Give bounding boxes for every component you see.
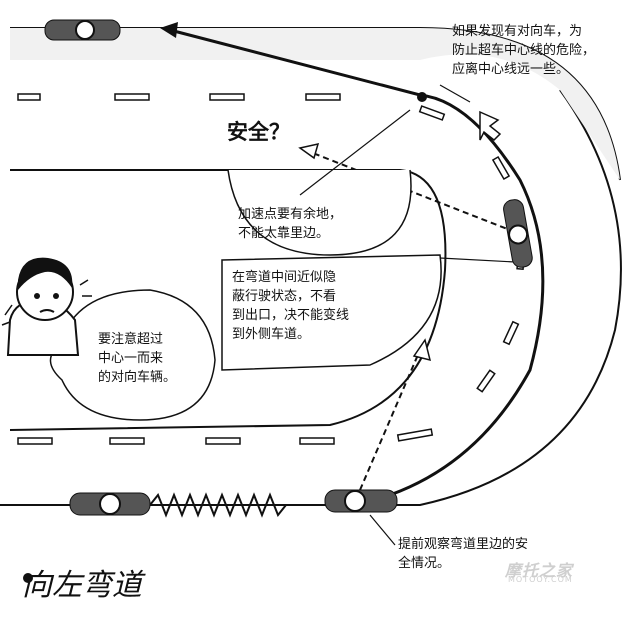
motorcycle-icon-top — [44, 19, 121, 41]
motorcycle-icon-bottom-left — [69, 492, 151, 516]
diagram-caption: 向左弯道 — [22, 568, 142, 603]
safe-question-label: 安全？ — [227, 120, 290, 144]
watermark-main: 摩托之家 — [505, 561, 574, 580]
point-marker — [417, 92, 427, 102]
bottom-note: 提前观察弯道里边的安 全情况。 — [398, 537, 529, 571]
watermark-sub: MOTOOY.COM — [508, 575, 573, 584]
accel-note: 加速点要有余地， 不能太靠里边。 — [238, 207, 343, 241]
center-line-bottom — [17, 428, 434, 445]
worried-rider-icon — [1, 257, 92, 356]
caption-bullet — [23, 573, 33, 583]
middle-note: 在弯道中间近似隐 蔽行驶状态，不看 到出口，决不能变线 到外侧车道。 — [232, 270, 350, 342]
center-line-top — [17, 93, 341, 101]
middle-bubble — [221, 254, 442, 371]
riding-line — [169, 28, 545, 507]
riding-line-arrowhead — [160, 22, 178, 38]
road-right-edge — [0, 89, 622, 506]
arrow-icon — [479, 110, 502, 142]
motorcycle-icon-bottom-right — [324, 489, 398, 513]
motorcycle-icon-right — [503, 199, 533, 268]
sightline-up — [359, 349, 421, 491]
rider-bubble — [49, 289, 216, 421]
top-right-note: 如果发现有对向车，为 防止超车中心线的危险， 应离中心线远一些。 — [452, 24, 596, 77]
rider-note: 要注意超过 中心一而来 的对向车辆。 — [98, 332, 177, 385]
spring-icon — [149, 492, 287, 518]
center-line-curve — [418, 105, 526, 393]
road-inner-edge — [9, 169, 447, 431]
accel-bubble — [227, 169, 412, 256]
